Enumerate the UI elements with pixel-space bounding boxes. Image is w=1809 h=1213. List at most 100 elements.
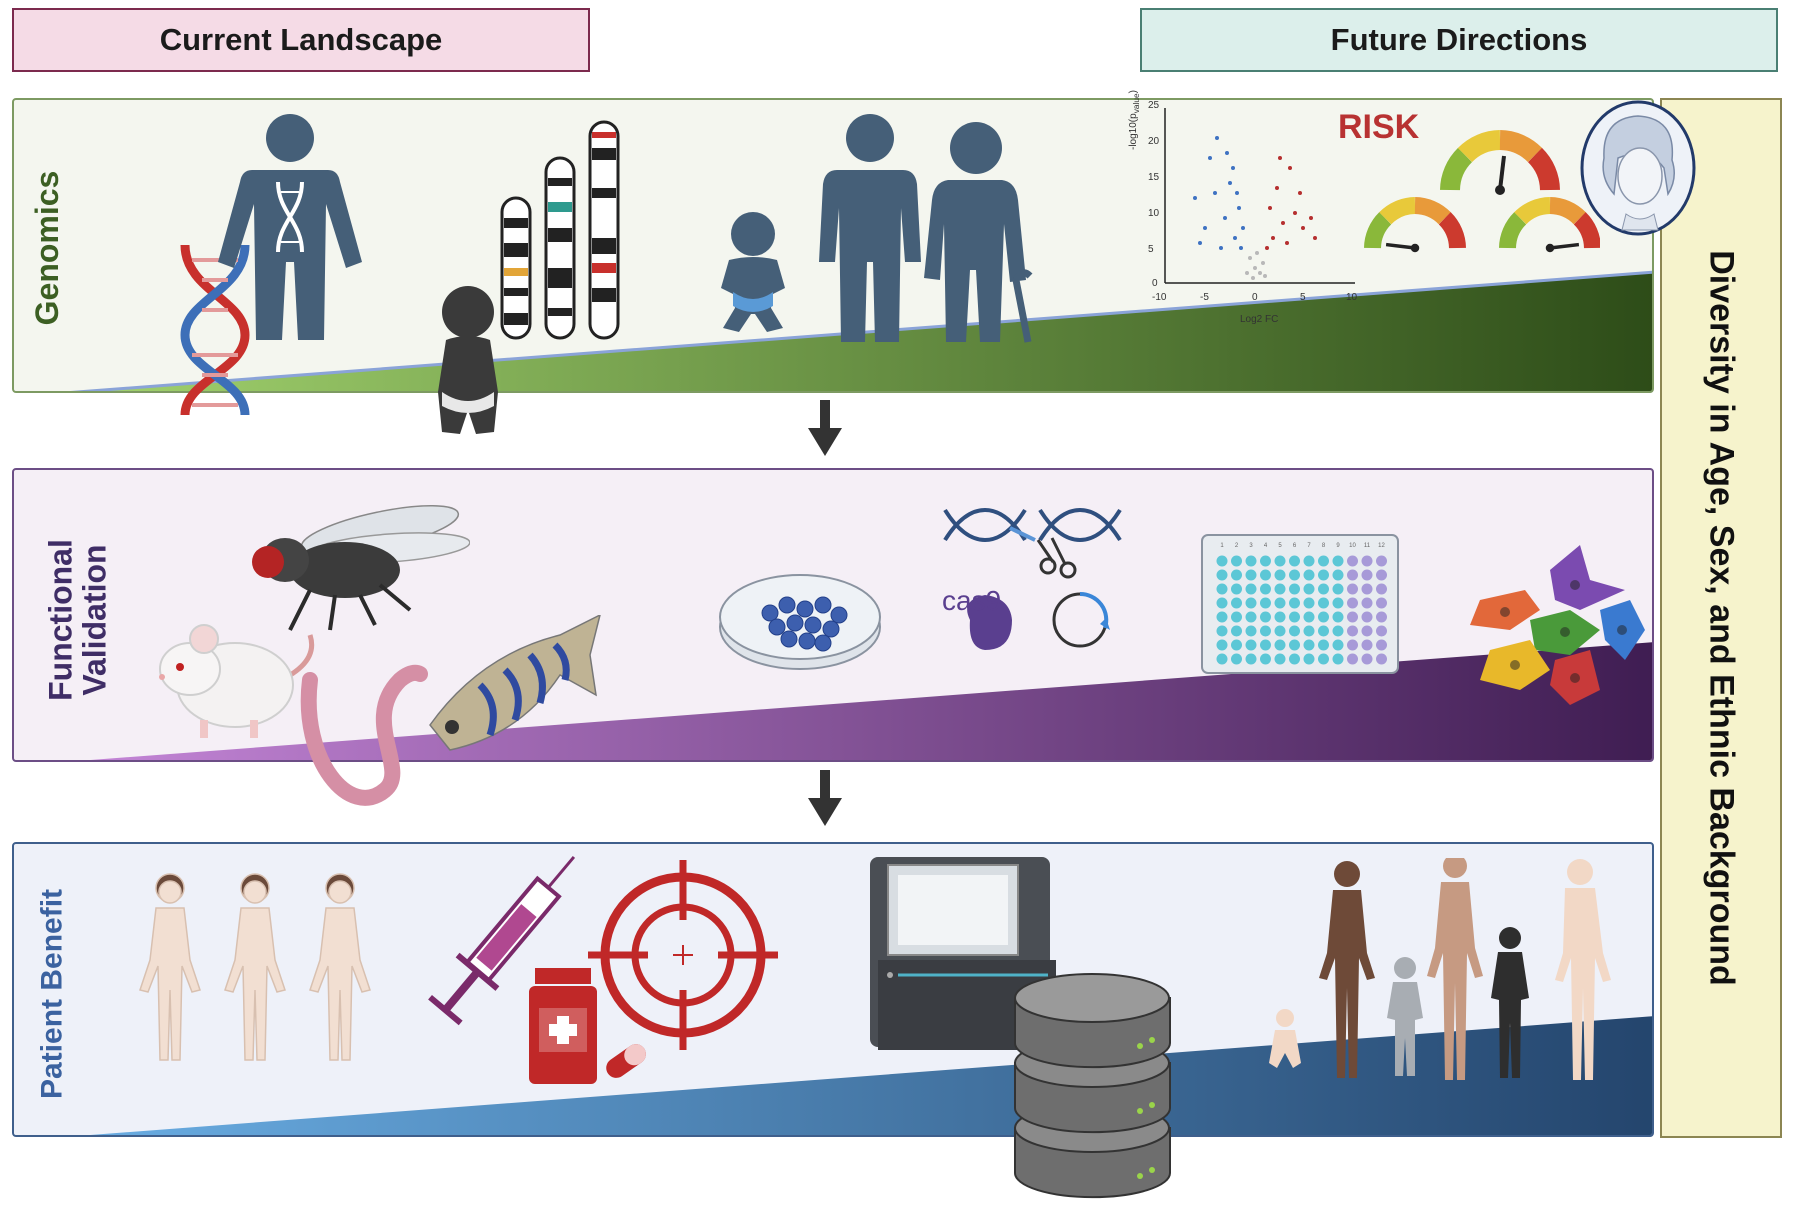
plate-well — [1376, 583, 1387, 595]
plate-well — [1260, 569, 1271, 581]
plate-well — [1231, 569, 1242, 581]
plate-well — [1274, 611, 1286, 623]
plate-well — [1245, 639, 1257, 651]
plate-well — [1216, 569, 1228, 581]
plate-well — [1245, 597, 1257, 609]
family-icon — [1269, 858, 1611, 1080]
plate-well — [1260, 597, 1271, 609]
plate-well — [1376, 639, 1387, 651]
plate-well — [1231, 583, 1242, 595]
plate-well — [1289, 583, 1300, 595]
plate-well — [1332, 569, 1344, 581]
plate-well — [1231, 555, 1242, 567]
adult-dna-icon — [218, 114, 362, 340]
plate-well — [1361, 625, 1373, 637]
plate-well — [1332, 555, 1344, 567]
volcano-ytick: 25 — [1148, 100, 1160, 111]
current-landscape-header: Current Landscape — [12, 8, 590, 72]
volcano-xlabel: Log2 FC — [1240, 314, 1279, 325]
risk-label: RISK — [1338, 108, 1420, 146]
down-arrow-icon — [808, 400, 842, 456]
plate-well — [1274, 555, 1286, 567]
adult-icon — [819, 114, 921, 342]
functional-validation-label: Functional Validation — [42, 490, 112, 750]
plate-column-label: 9 — [1336, 543, 1340, 549]
plate-well — [1318, 639, 1329, 651]
plate-well — [1245, 653, 1257, 665]
genomics-label: Genomics — [29, 170, 66, 326]
plate-column-label: 12 — [1378, 543, 1385, 549]
volcano-ytick: 10 — [1148, 208, 1160, 219]
plate-well — [1303, 611, 1315, 623]
plate-well — [1376, 569, 1387, 581]
functional-label-line2: Validation — [76, 544, 112, 696]
plate-well — [1318, 555, 1329, 567]
plate-well — [1347, 653, 1358, 665]
cas9-label: cas9 — [942, 585, 1002, 616]
plate-well — [1332, 583, 1344, 595]
infant-icon — [438, 286, 498, 434]
plate-well — [1318, 625, 1329, 637]
plate-well — [1361, 583, 1373, 595]
plate-well — [1318, 611, 1329, 623]
down-arrow-icon — [808, 770, 842, 826]
plate-well — [1361, 639, 1373, 651]
plate-well — [1347, 611, 1358, 623]
plate-well — [1332, 597, 1344, 609]
plate-well — [1245, 569, 1257, 581]
worm-icon — [300, 664, 428, 806]
plate-well — [1332, 625, 1344, 637]
volcano-xtick: 0 — [1252, 292, 1258, 303]
plate-column-label: 10 — [1349, 543, 1356, 549]
plate-well — [1289, 569, 1300, 581]
elderly-icon — [924, 122, 1033, 343]
patient-gradient-wedge — [90, 1016, 1652, 1135]
plate-well — [1347, 597, 1358, 609]
future-directions-header: Future Directions — [1140, 8, 1778, 72]
plate-well — [1332, 639, 1344, 651]
plate-well — [1274, 583, 1286, 595]
plate-well — [1216, 555, 1228, 567]
cells-icon — [1470, 545, 1645, 705]
plate-well — [1260, 555, 1271, 567]
plate-well — [1216, 639, 1228, 651]
plate-column-label: 4 — [1264, 543, 1268, 549]
diversity-label: Diversity in Age, Sex, and Ethnic Backgr… — [1702, 250, 1741, 986]
plate-well — [1289, 653, 1300, 665]
plate-well — [1332, 611, 1344, 623]
target-icon — [588, 860, 778, 1050]
plate-well — [1376, 611, 1387, 623]
face-portrait-icon — [1580, 100, 1696, 236]
plate-well — [1376, 555, 1387, 567]
database-icon — [1014, 973, 1171, 1199]
women-group-icon — [139, 873, 371, 1061]
plate-well — [1361, 611, 1373, 623]
plate-well — [1376, 653, 1387, 665]
plate-well — [1318, 583, 1329, 595]
plate-column-label: 2 — [1235, 543, 1239, 549]
plate-well — [1289, 555, 1300, 567]
plate-well — [1376, 597, 1387, 609]
plate-well — [1260, 583, 1271, 595]
patient-benefit-label: Patient Benefit — [35, 888, 69, 1100]
syringe-icon — [428, 855, 576, 1026]
plate-well — [1361, 653, 1373, 665]
volcano-xtick: -10 — [1152, 292, 1167, 303]
plate-well — [1216, 583, 1228, 595]
plate-well — [1376, 625, 1387, 637]
plate-well — [1303, 555, 1315, 567]
plate-well — [1318, 597, 1329, 609]
plate-well — [1332, 653, 1344, 665]
plate-well — [1216, 597, 1228, 609]
plate-column-label: 8 — [1322, 543, 1326, 549]
plate-well — [1303, 597, 1315, 609]
volcano-xtick: 10 — [1346, 292, 1358, 303]
volcano-ytick: 5 — [1148, 244, 1154, 255]
plate-well — [1303, 653, 1315, 665]
plate-well — [1216, 625, 1228, 637]
plate-well — [1361, 569, 1373, 581]
plate-well — [1347, 639, 1358, 651]
zebrafish-icon — [429, 615, 601, 751]
plate-well — [1231, 597, 1242, 609]
mouse-icon — [159, 624, 314, 738]
